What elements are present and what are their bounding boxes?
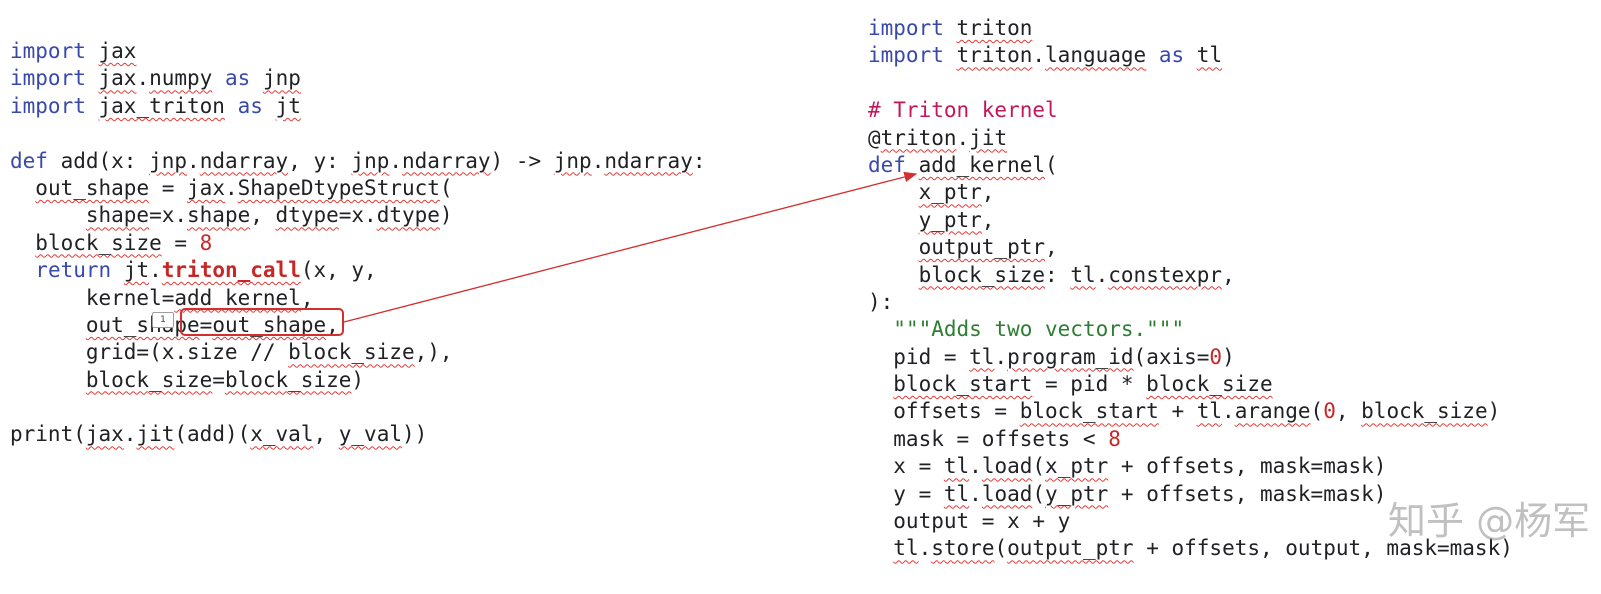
left-code-line-5: def add(x: jnp.ndarray, y: jnp.ndarray) … [10, 148, 706, 173]
right-code-line-10: block_size: tl.constexpr, [918, 262, 1235, 287]
left-code-line-12: grid=(x.size // block_size,), [10, 340, 453, 365]
left-code-line-13: block_size=block_size) [85, 367, 365, 392]
left-code-line-11: out_shape=out_shape, [85, 312, 339, 337]
right-code-line-19: output = x + y [868, 509, 1071, 534]
right-code-line-17: x = tl.load(x_ptr + offsets, mask=mask) [868, 454, 1387, 479]
right-code-line-12: """Adds two vectors.""" [893, 317, 1185, 342]
right-code-line-9: output_ptr, [918, 235, 1058, 260]
right-code-line-2: import triton.language as tl [868, 43, 1223, 68]
left-code-line-10: kernel=add_kernel, [10, 285, 314, 310]
right-code-line-16: mask = offsets < 8 [868, 426, 1121, 451]
right-code-line-8: y_ptr, [918, 207, 995, 232]
left-code-line-8: block_size = 8 [35, 230, 213, 255]
comment-marker-icon[interactable]: 1 [152, 312, 174, 328]
right-code-line-13: pid = tl.program_id(axis=0) [868, 344, 1235, 369]
right-code-line-5: @triton.jit [868, 125, 1008, 150]
left-code-line-15: print(jax.jit(add)(x_val, y_val)) [10, 422, 428, 447]
right-code-line-14: block_start = pid * block_size [893, 372, 1273, 397]
left-code-line-1: import jax [10, 39, 137, 63]
right-code-line-6: def add_kernel( [868, 152, 1058, 177]
right-code-block: import triton import triton.language as t… [868, 15, 1513, 563]
right-code-line-4: # Triton kernel [868, 98, 1058, 123]
left-code-line-7: shape=x.shape, dtype=x.dtype) [85, 203, 453, 228]
right-code-line-11: ): [868, 289, 894, 314]
left-code-line-6: out_shape = jax.ShapeDtypeStruct( [35, 175, 453, 200]
watermark: 知乎 @杨军 [1388, 499, 1591, 543]
left-code-line-9: return jt.triton_call(x, y, [35, 258, 377, 283]
right-code-line-20: tl.store(output_ptr + offsets, output, m… [893, 536, 1513, 561]
left-code-line-4 [10, 120, 706, 147]
right-code-line-15: offsets = block_start + tl.arange(0, blo… [868, 399, 1501, 424]
left-code-line-2: import jax.numpy as jnp [10, 66, 301, 91]
right-code-line-18: y = tl.load(y_ptr + offsets, mask=mask) [868, 481, 1387, 506]
left-code-line-3: import jax_triton as jt [10, 93, 301, 118]
left-code-line-14 [10, 394, 706, 421]
right-code-line-3 [868, 70, 1513, 97]
right-code-line-1: import triton [868, 16, 1033, 40]
right-code-line-7: x_ptr, [918, 180, 995, 205]
out-shape-highlight-box [180, 308, 344, 336]
